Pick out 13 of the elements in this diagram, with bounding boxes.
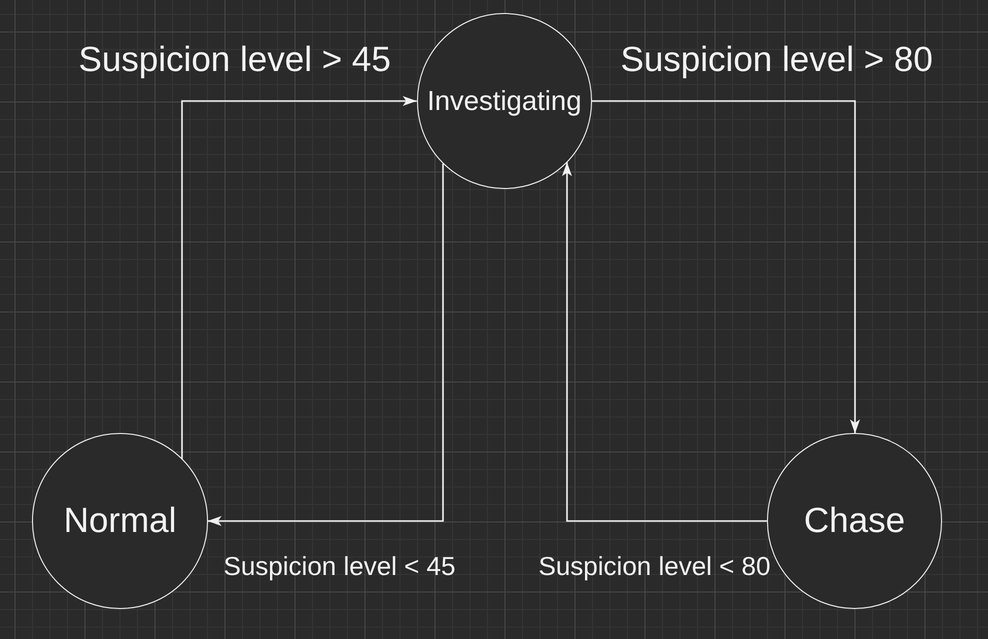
state-circle — [416, 13, 592, 189]
edge-label: Suspicion level < 45 — [224, 552, 456, 582]
arrow — [181, 96, 417, 460]
state-label: Investigating — [427, 85, 582, 117]
edge-label: Suspicion level > 80 — [620, 40, 933, 80]
edge-label: Suspicion level > 45 — [78, 40, 391, 80]
arrow — [562, 162, 767, 522]
state-label: Normal — [64, 500, 176, 542]
edge-label: Suspicion level < 80 — [538, 552, 770, 582]
arrow — [208, 164, 444, 526]
state-label: Chase — [804, 500, 906, 542]
arrow — [592, 100, 860, 434]
state-circle — [32, 433, 208, 609]
